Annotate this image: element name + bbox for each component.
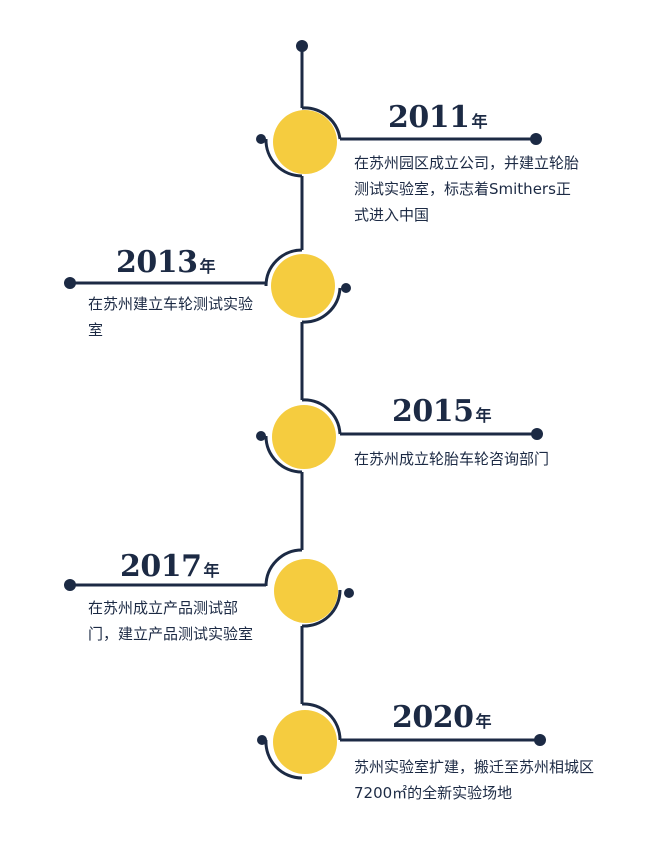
milestone-node-2020: [257, 702, 546, 780]
milestone-node-2015: [256, 398, 543, 474]
year-number: 2011: [388, 100, 470, 135]
milestone-yellow-circle: [273, 710, 337, 774]
milestone-yellow-circle: [274, 559, 338, 623]
milestone-description-2020: 苏州实验室扩建，搬迁至苏州相城区7200㎡的全新实验场地: [354, 758, 595, 802]
year-unit: 年: [203, 561, 220, 580]
year-number: 2020: [392, 700, 474, 735]
year-unit: 年: [199, 257, 216, 276]
year-unit: 年: [475, 406, 492, 425]
year-unit: 年: [475, 712, 492, 731]
milestone-description-2015: 在苏州成立轮胎车轮咨询部门: [354, 450, 550, 468]
milestone-description-2017: 在苏州成立产品测试部门，建立产品测试实验室: [88, 599, 254, 643]
year-number: 2017: [120, 549, 202, 584]
milestone-description-2013: 在苏州建立车轮测试实验室: [88, 295, 254, 339]
milestone-description-2011: 在苏州园区成立公司，并建立轮胎测试实验室，标志着Smithers正式进入中国: [354, 154, 580, 224]
milestone-node-2013: [64, 248, 351, 324]
year-number: 2015: [392, 394, 474, 429]
milestone-yellow-circle: [272, 405, 336, 469]
year-number: 2013: [116, 245, 198, 280]
milestone-yellow-circle: [273, 110, 337, 174]
milestone-yellow-circle: [271, 254, 335, 318]
milestone-node-2011: [256, 106, 542, 178]
year-unit: 年: [471, 112, 488, 131]
milestone-node-2017: [64, 548, 354, 628]
